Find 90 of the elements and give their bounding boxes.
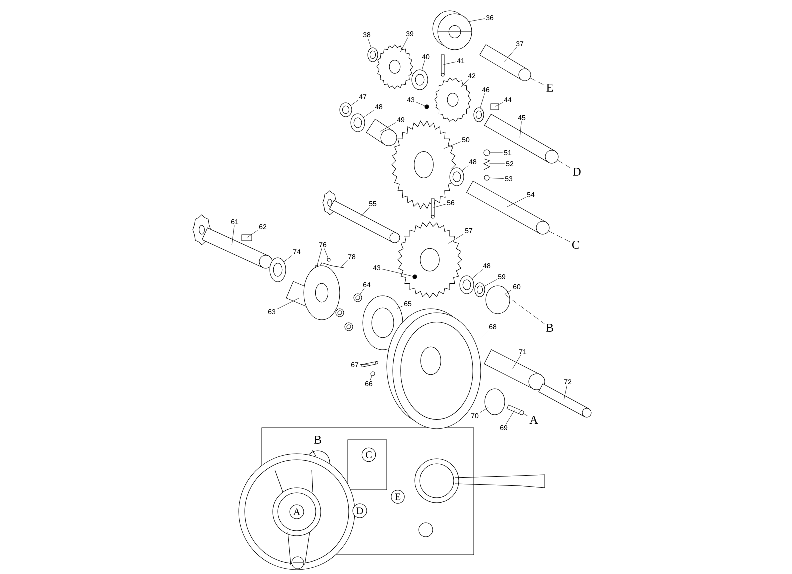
center-line xyxy=(530,78,546,86)
worm-shaft xyxy=(466,181,550,235)
reference-letter: C xyxy=(572,240,580,250)
circled-letter: A xyxy=(290,504,304,520)
leader-line xyxy=(416,102,426,107)
gear-shaft xyxy=(192,214,273,269)
circlip xyxy=(340,102,352,118)
leader-line xyxy=(480,407,489,414)
reference-letter: D xyxy=(573,168,581,176)
screw xyxy=(327,258,331,262)
gear-shaft xyxy=(322,190,400,244)
pin xyxy=(506,404,524,416)
washer xyxy=(474,108,484,122)
leader-line xyxy=(490,152,504,154)
center-line xyxy=(524,414,529,417)
leader-line xyxy=(360,364,369,366)
leader-line xyxy=(444,142,462,150)
leader-line xyxy=(504,48,517,62)
washer xyxy=(350,114,366,132)
leader-line xyxy=(496,102,504,107)
reference-letter: B xyxy=(314,436,322,444)
leader-line xyxy=(350,100,358,106)
leader-line xyxy=(368,38,372,49)
leader-line xyxy=(444,62,456,66)
leader-line xyxy=(370,376,372,380)
reference-letter: E xyxy=(546,84,554,92)
leader-line xyxy=(248,230,258,238)
leader-line xyxy=(564,386,568,400)
handwheel xyxy=(386,308,482,430)
ring-nut xyxy=(362,296,404,350)
leader-line xyxy=(397,306,404,309)
flange xyxy=(286,266,340,320)
washer xyxy=(450,168,464,186)
pulley xyxy=(432,10,472,50)
leader-line xyxy=(507,197,526,208)
cover xyxy=(486,286,510,314)
bushing xyxy=(366,119,398,146)
key xyxy=(490,104,500,110)
gear xyxy=(392,120,456,210)
leader-line xyxy=(462,166,469,172)
leader-line xyxy=(480,94,486,109)
reference-letter: A xyxy=(530,416,538,424)
spring xyxy=(484,158,490,170)
leader-line xyxy=(484,280,498,287)
leader-line xyxy=(505,290,512,294)
pin xyxy=(431,198,435,219)
leader-line xyxy=(512,355,522,369)
reference-letter: B xyxy=(546,324,554,332)
leader-line xyxy=(276,298,300,310)
shaft xyxy=(480,44,532,82)
leader-line xyxy=(448,234,464,244)
leader-line xyxy=(382,269,414,278)
leader-line xyxy=(317,248,322,266)
leader-line xyxy=(342,260,348,267)
washer xyxy=(460,276,474,294)
leader-line xyxy=(283,255,293,263)
circled-letter: D xyxy=(352,504,368,518)
handle-shaft xyxy=(538,384,592,418)
ring xyxy=(368,48,378,62)
ring xyxy=(474,282,486,298)
leader-line xyxy=(360,208,370,218)
screw xyxy=(484,150,490,156)
leader-line xyxy=(461,80,469,88)
pin xyxy=(441,54,445,77)
circled-letter: C xyxy=(362,448,376,462)
gear xyxy=(398,222,462,298)
leader-line xyxy=(489,178,504,179)
leader-line xyxy=(363,110,374,118)
screw xyxy=(362,362,378,368)
circled-letter: E xyxy=(391,490,405,504)
leader-line xyxy=(400,38,408,52)
leader-line xyxy=(422,60,426,72)
leader-line xyxy=(468,18,486,22)
bushing xyxy=(412,70,428,90)
leader-line xyxy=(324,248,328,258)
gear xyxy=(434,78,472,122)
shaft xyxy=(484,350,546,390)
center-line xyxy=(548,231,571,243)
set-screw xyxy=(424,104,430,110)
center-line xyxy=(557,160,572,169)
key xyxy=(242,234,252,242)
leader-line xyxy=(360,288,365,294)
leader-line xyxy=(232,226,235,246)
leader-line xyxy=(434,204,446,208)
leader-line xyxy=(520,122,522,138)
leader-line xyxy=(472,270,483,280)
center-line xyxy=(504,294,545,324)
leader-line xyxy=(380,122,396,132)
leader-line xyxy=(476,330,490,344)
leader-line xyxy=(506,410,515,424)
